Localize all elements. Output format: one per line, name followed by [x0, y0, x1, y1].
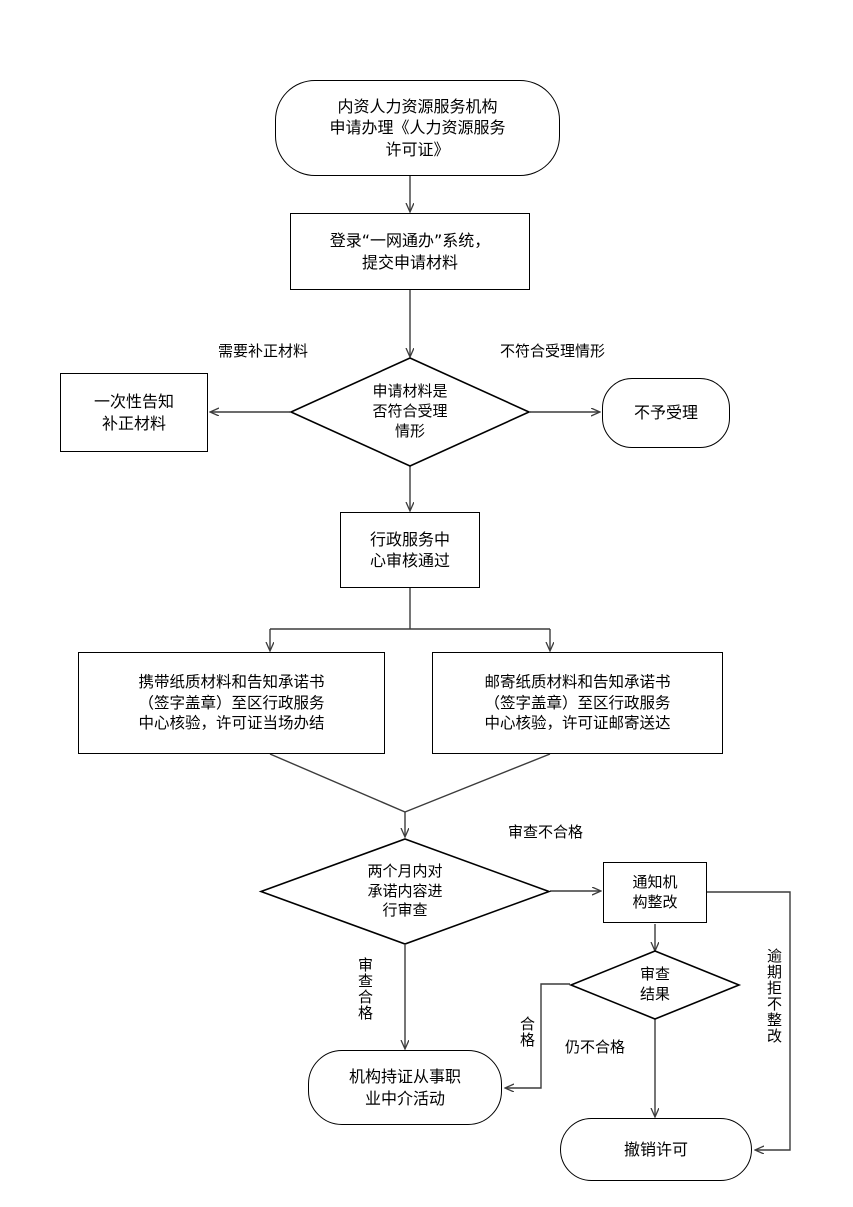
node-bring-paper[interactable]: 携带纸质材料和告知承诺书 （签字盖章）至区行政服务 中心核验，许可证当场办结	[78, 652, 385, 754]
node-notify-fix[interactable]: 一次性告知 补正材料	[60, 373, 208, 452]
node-notify-rectify-label: 通知机 构整改	[632, 872, 678, 911]
node-licensed-operation-label: 机构持证从事职 业中介活动	[348, 1067, 461, 1108]
node-notify-fix-label: 一次性告知 补正材料	[93, 392, 174, 433]
node-check-decision-label: 申请材料是 否符合受理 情形	[372, 382, 448, 440]
edge-label-qualified: 合格	[518, 1016, 536, 1048]
edge-overdue-refuse	[707, 891, 791, 1150]
node-two-month-review-label: 两个月内对 承诺内容进 行审查	[367, 861, 443, 920]
node-revoke-license-label: 撤销许可	[623, 1139, 688, 1159]
node-reject-label: 不予受理	[633, 403, 698, 423]
node-submit[interactable]: 登录“一网通办”系统， 提交申请材料	[290, 213, 530, 290]
node-notify-rectify[interactable]: 通知机 构整改	[603, 862, 707, 923]
review-diamond-shape	[258, 838, 552, 945]
node-reject[interactable]: 不予受理	[602, 378, 730, 448]
node-mail-paper-label: 邮寄纸质材料和告知承诺书 （签字盖章）至区行政服务 中心核验，许可证邮寄送达	[484, 673, 671, 733]
edge-bring-paper-merge	[269, 753, 406, 813]
edge-label-review-passed: 审查合格	[356, 957, 374, 1021]
edge-label-not-eligible: 不符合受理情形	[500, 342, 606, 360]
result-diamond-shape	[568, 950, 742, 1020]
node-submit-label: 登录“一网通办”系统， 提交申请材料	[329, 231, 491, 272]
node-start[interactable]: 内资人力资源服务机构 申请办理《人力资源服务 许可证》	[275, 80, 560, 176]
edge-label-need-supplement: 需要补正材料	[218, 342, 309, 360]
edge-label-overdue-refuse: 逾期拒不整改	[765, 948, 783, 1044]
edge-mail-paper-merge	[404, 753, 551, 813]
node-review-result[interactable]: 审查 结果	[568, 950, 742, 1020]
node-mail-paper[interactable]: 邮寄纸质材料和告知承诺书 （签字盖章）至区行政服务 中心核验，许可证邮寄送达	[432, 652, 723, 754]
node-center-pass-label: 行政服务中 心审核通过	[369, 529, 450, 570]
node-two-month-review[interactable]: 两个月内对 承诺内容进 行审查	[258, 838, 552, 945]
node-licensed-operation[interactable]: 机构持证从事职 业中介活动	[308, 1050, 502, 1125]
node-check-decision[interactable]: 申请材料是 否符合受理 情形	[289, 357, 531, 467]
node-revoke-license[interactable]: 撤销许可	[560, 1118, 752, 1181]
node-bring-paper-label: 携带纸质材料和告知承诺书 （签字盖章）至区行政服务 中心核验，许可证当场办结	[138, 673, 325, 733]
node-review-result-label: 审查 结果	[639, 965, 670, 1003]
edge-result-qualified	[506, 983, 570, 1088]
edge-label-still-unqualified: 仍不合格	[565, 1038, 626, 1056]
decision-diamond-shape	[289, 357, 531, 467]
node-start-label: 内资人力资源服务机构 申请办理《人力资源服务 许可证》	[329, 97, 506, 159]
edge-label-review-failed: 审查不合格	[508, 823, 584, 841]
node-center-pass[interactable]: 行政服务中 心审核通过	[340, 512, 480, 588]
